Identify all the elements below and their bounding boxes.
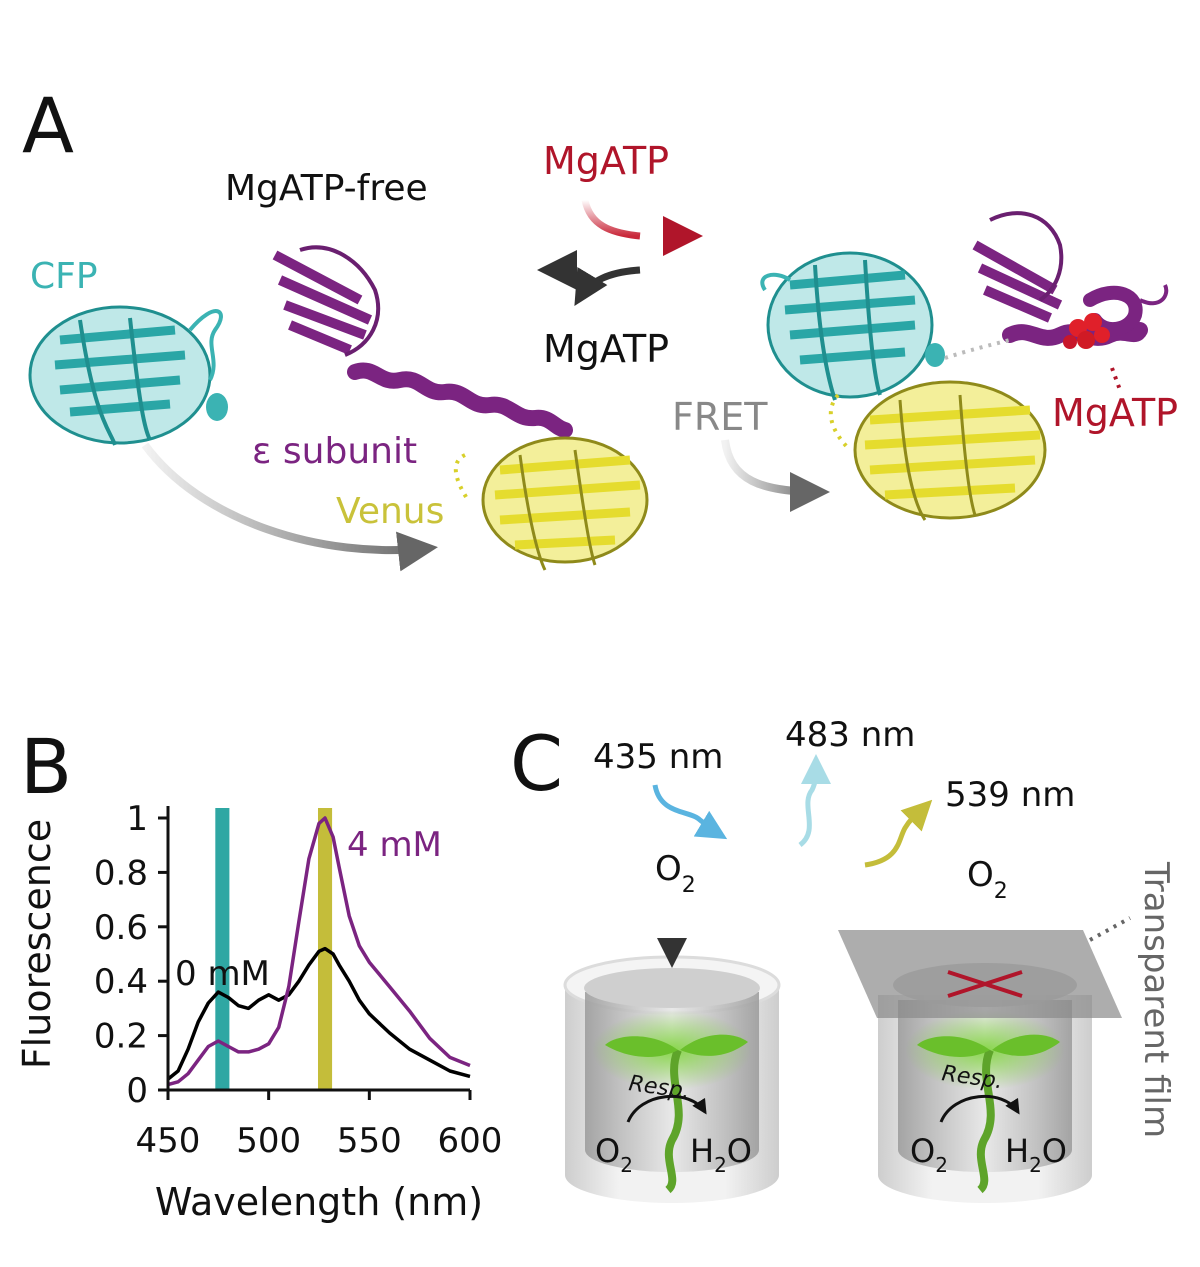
seedling-left (605, 1034, 748, 1194)
series-line-0-mm (166, 946, 471, 1081)
fret-arrow-left (141, 442, 438, 572)
o2-label-bottom-right: O2 (910, 1132, 948, 1177)
cfp-structure-right (760, 251, 945, 401)
panel-b-letter: B (20, 722, 72, 811)
excitation-label: 435 nm (593, 737, 723, 777)
o2-label-top-right-sub: 2 (994, 879, 1008, 904)
seedling-right (917, 1034, 1060, 1194)
o2-label-top-left-o: O (655, 849, 682, 889)
y-tick-label: 0 (126, 1071, 148, 1111)
epsilon-label: ε subunit (252, 431, 417, 472)
o2-label-top-left: O2 (655, 849, 696, 898)
x-tick-label: 450 (136, 1121, 201, 1161)
epsilon-structure-left (272, 245, 573, 438)
forward-arrow-entry (581, 199, 641, 240)
y-tick-label: 0.2 (94, 1017, 148, 1057)
mgatp-pointer (1110, 367, 1122, 391)
venus-structure-right (853, 380, 1047, 521)
x-axis-title: Wavelength (nm) (155, 1180, 483, 1224)
y-tick-label: 1 (126, 799, 148, 839)
h2o-label-right: H2O (1005, 1132, 1067, 1177)
emission-cfp-arrow (798, 754, 831, 847)
emission-venus-arrow (864, 799, 933, 868)
block-x-icon (947, 970, 1023, 998)
mgatp-label-bottom: MgATP (543, 327, 669, 371)
reverse-arrow-exit (574, 266, 641, 307)
mgatp-free-label: MgATP-free (225, 168, 428, 209)
y-axis-title: Fluorescence (15, 819, 59, 1069)
venus-label: Venus (336, 491, 444, 532)
curve-label-4mm: 4 mM (347, 825, 442, 865)
panel-c-letter: C (510, 719, 563, 808)
panel-a: A MgATP-free CFP ε subunit Venus M (22, 81, 1178, 572)
emission-venus-label: 539 nm (945, 775, 1075, 815)
o2-bottom-left-o: O (595, 1132, 620, 1170)
x-tick-label: 600 (438, 1121, 503, 1161)
excitation-arrow (652, 784, 728, 840)
panel-c: C 435 nm 483 nm 539 nm O2 Resp. O2 (510, 715, 1176, 1203)
h2o-right-o: O (1042, 1132, 1067, 1170)
fret-label: FRET (672, 395, 768, 439)
o2-bottom-right-sub: 2 (935, 1153, 948, 1177)
h2o-right-h: H (1005, 1132, 1029, 1170)
o2-label-top-right: O2 (967, 855, 1008, 904)
venus-structure-left (481, 436, 649, 571)
h2o-label-left: H2O (690, 1132, 752, 1177)
curve-label-0mm: 0 mM (175, 954, 270, 994)
y-tick-label: 0.4 (94, 962, 148, 1002)
series-line-4-mm (167, 816, 471, 1087)
film-label: Transparent film (1136, 861, 1176, 1138)
linker-dotted-right-2 (944, 338, 1011, 360)
mgatp-bound-label: MgATP (1052, 391, 1178, 435)
excitation-band-0 (215, 808, 230, 1090)
resp-arrow-left (626, 1094, 707, 1123)
o2-label-top-left-sub: 2 (682, 873, 696, 898)
o2-bottom-right-o: O (910, 1132, 935, 1170)
x-tick-label: 550 (337, 1121, 402, 1161)
emission-cfp-label: 483 nm (785, 715, 915, 755)
h2o-left-h: H (690, 1132, 714, 1170)
panel-a-letter: A (22, 81, 74, 170)
h2o-right-sub: 2 (1029, 1153, 1042, 1177)
h2o-left-o: O (727, 1132, 752, 1170)
x-tick-label: 500 (236, 1121, 301, 1161)
y-tick-label: 0.6 (94, 908, 148, 948)
linker-dotted-right (828, 393, 852, 452)
mgatp-molecule (1063, 313, 1110, 349)
fret-arrow-right (721, 439, 830, 512)
cfp-label: CFP (30, 256, 98, 297)
mgatp-label-top: MgATP (543, 139, 669, 183)
cfp-structure-left (28, 305, 228, 446)
linker-dotted-left (453, 453, 470, 502)
o2-label-top-right-o: O (967, 855, 994, 895)
epsilon-structure-right (972, 211, 1169, 346)
y-tick-label: 0.8 (94, 853, 148, 893)
h2o-left-sub: 2 (714, 1153, 727, 1177)
film-pointer (1089, 916, 1131, 942)
resp-arrow-right (939, 1094, 1020, 1123)
o2-label-bottom-left: O2 (595, 1132, 633, 1177)
o2-bottom-left-sub: 2 (620, 1153, 633, 1177)
